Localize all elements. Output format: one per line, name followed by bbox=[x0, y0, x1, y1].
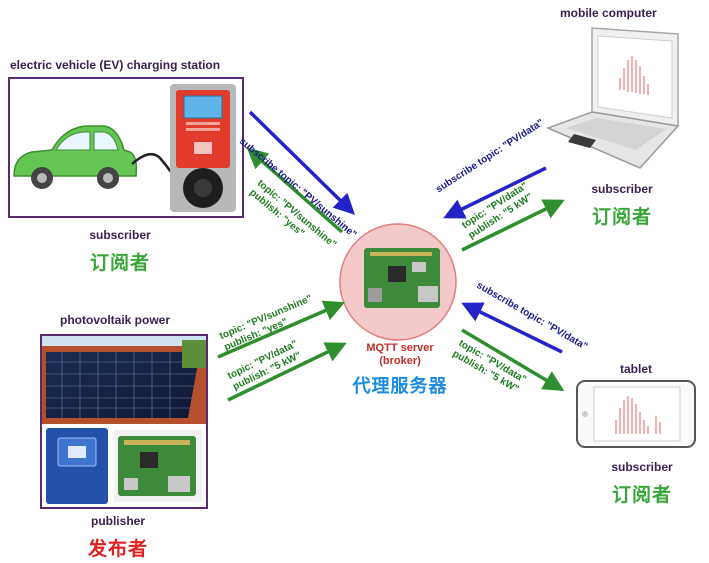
tablet-role-cn: 订阅者 bbox=[611, 485, 672, 506]
pv-publish-arrow-1 bbox=[217, 300, 345, 359]
ev-station-role-cn: 订阅者 bbox=[89, 253, 150, 274]
laptop-icon bbox=[545, 27, 680, 169]
tablet-icon bbox=[576, 380, 696, 448]
pv-title: photovoltaik power bbox=[60, 313, 171, 327]
car-icon bbox=[13, 125, 138, 189]
mobile-publish-arrow bbox=[461, 199, 565, 252]
pv-role-cn: 发布者 bbox=[87, 539, 148, 560]
pv-publish-arrow-2 bbox=[227, 342, 347, 402]
broker-line2: (broker) bbox=[379, 355, 421, 367]
tablet-role: subscriber bbox=[611, 460, 673, 474]
mobile-role-cn: 订阅者 bbox=[591, 207, 652, 228]
tablet-title: tablet bbox=[620, 362, 653, 376]
broker-line1: MQTT server bbox=[366, 342, 434, 354]
broker-cn: 代理服务器 bbox=[352, 376, 448, 396]
ev-station-title: electric vehicle (EV) charging station bbox=[10, 58, 221, 72]
mobile-role: subscriber bbox=[591, 182, 653, 196]
solar-panel-icon bbox=[42, 336, 206, 424]
mobile-title: mobile computer bbox=[560, 6, 657, 20]
mobile-subscribe-arrow bbox=[443, 166, 547, 219]
broker-raspberry-pi-icon bbox=[364, 248, 440, 308]
tablet-publish-arrow bbox=[461, 328, 565, 392]
ev-subscribe-arrow bbox=[248, 110, 356, 215]
charging-station-icon bbox=[170, 84, 236, 212]
pv-role: publisher bbox=[90, 514, 145, 528]
ev-station-role: subscriber bbox=[89, 228, 151, 242]
inverter-icon bbox=[46, 428, 108, 504]
tablet-subscribe-arrow bbox=[461, 302, 563, 354]
ev-publish-arrow bbox=[246, 147, 344, 234]
raspberry-pi-icon bbox=[114, 430, 202, 502]
